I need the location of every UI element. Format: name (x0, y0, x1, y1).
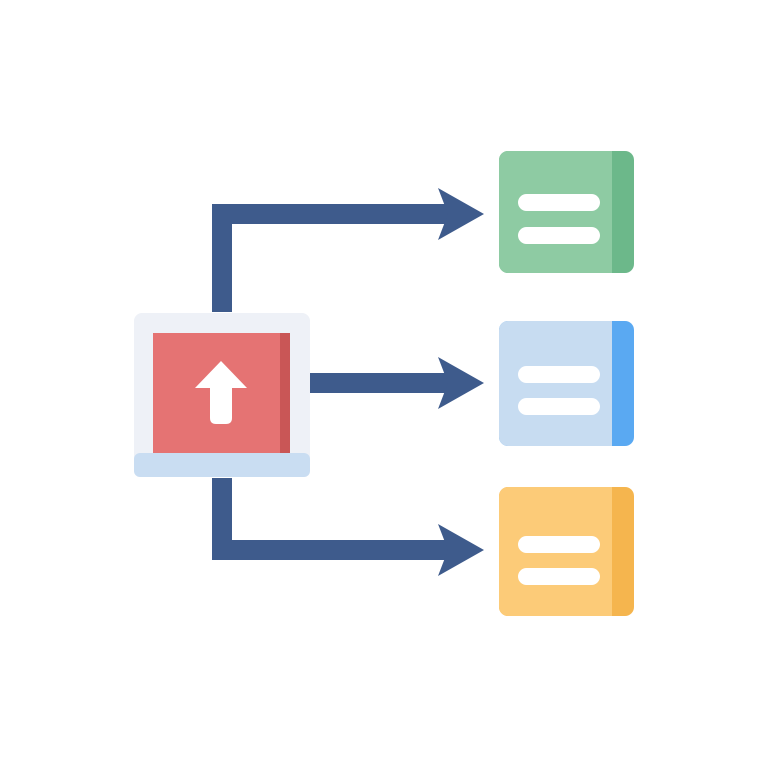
text-lines-icon (518, 194, 600, 244)
source-panel-shade (280, 333, 290, 453)
target-blue-face-join (560, 321, 612, 446)
target-document-green (499, 151, 634, 273)
target-document-blue (499, 321, 634, 446)
source-base (134, 453, 310, 477)
text-lines-icon (518, 366, 600, 415)
upload-arrow-icon (195, 361, 247, 424)
connector-top-arrowhead (438, 188, 484, 240)
target-green-face-join (560, 151, 612, 273)
text-lines-icon (518, 536, 600, 585)
connector-bottom-arrowhead (438, 524, 484, 576)
source-upload-box (134, 313, 310, 477)
connectors (212, 188, 484, 576)
connector-bottom-line (212, 478, 452, 560)
target-document-yellow (499, 487, 634, 616)
connector-top-line (212, 204, 452, 312)
connector-middle-arrowhead (438, 357, 484, 409)
